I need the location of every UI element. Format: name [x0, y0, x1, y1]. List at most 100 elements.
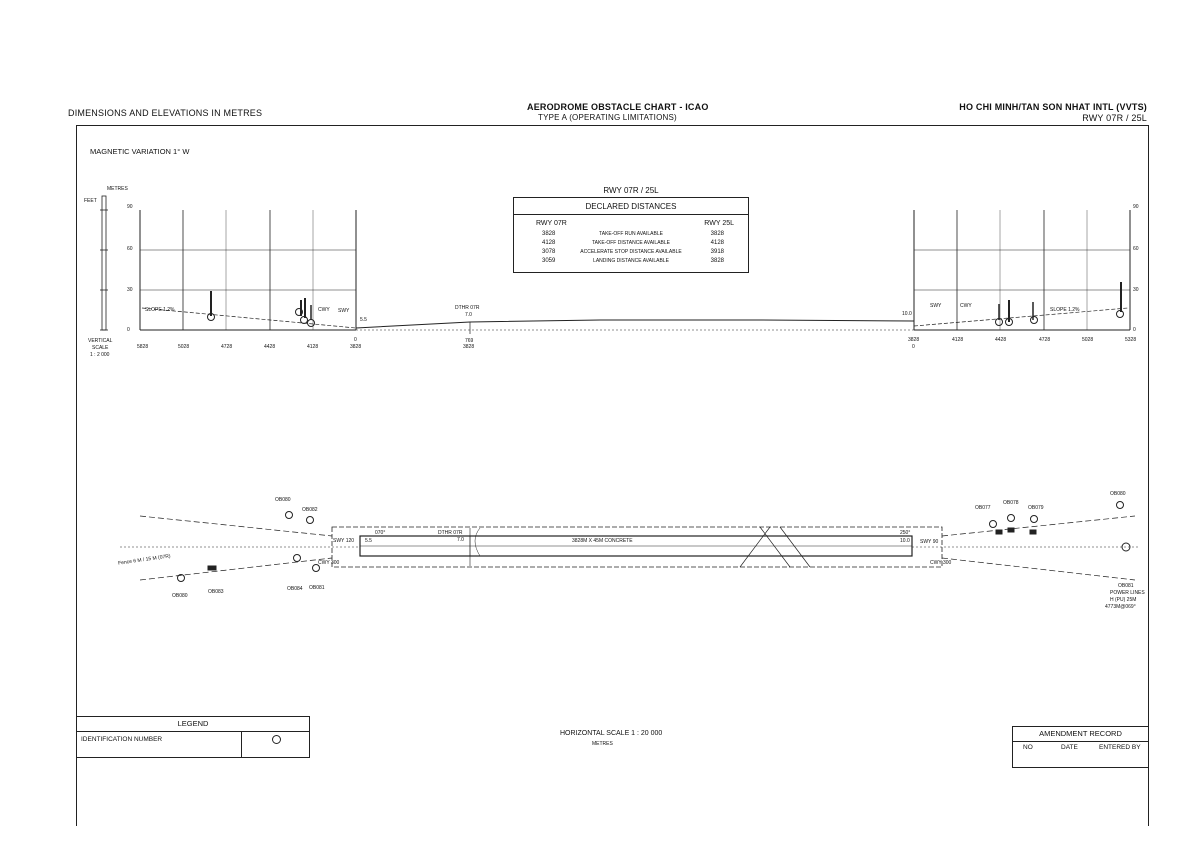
dd-row-left: 4128 — [542, 240, 556, 246]
obstacle-label: OB077 — [975, 505, 991, 511]
mid-tick: 769 — [465, 338, 474, 344]
cwy-right: CWY 300 — [930, 560, 952, 566]
dd-row-left: 3078 — [542, 249, 556, 255]
right-axis-tick: 0 — [1133, 327, 1136, 333]
dd-row-label: ACCELERATE STOP DISTANCE AVAILABLE — [580, 249, 682, 255]
dd-row-right: 4128 — [710, 240, 724, 246]
legend-box: LEGEND IDENTIFICATION NUMBER — [76, 716, 310, 758]
dd-row-label: TAKE-OFF RUN AVAILABLE — [599, 231, 663, 237]
magnetic-variation: MAGNETIC VARIATION 1° W — [90, 147, 190, 156]
chart-title: AERODROME OBSTACLE CHART - ICAO — [527, 102, 709, 112]
left-tick: 5828 — [137, 344, 149, 350]
obstacle-label: OB080 — [172, 593, 188, 599]
right-profile-panel — [913, 210, 1131, 331]
elev-left-label: 5.5 — [360, 317, 367, 323]
slope-left-label: SLOPE 1.2% — [145, 307, 175, 313]
dd-row-left: 3059 — [542, 258, 556, 264]
scale-ratio: 1 : 2 000 — [90, 352, 110, 358]
right-tick: 5028 — [1082, 337, 1094, 343]
metres-label: METRES — [107, 186, 128, 192]
obstacle-label: OB080 — [275, 497, 291, 503]
slope-right-label: SLOPE 1.2% — [1050, 307, 1080, 313]
horizontal-scale: HORIZONTAL SCALE 1 : 20 000 — [560, 730, 663, 737]
horizontal-scale-unit: METRES — [592, 741, 613, 747]
dd-row-label: LANDING DISTANCE AVAILABLE — [593, 258, 669, 264]
left-tick: 5028 — [178, 344, 190, 350]
amendment-box: AMENDMENT RECORD NO DATE ENTERED BY — [1012, 726, 1149, 768]
runway-label: 3828M X 45M CONCRETE — [572, 538, 633, 544]
left-axis-tick: 0 — [127, 327, 130, 333]
swy-right-label: SWY — [930, 303, 942, 309]
power-lines-label: H (PU) 25M — [1110, 597, 1137, 603]
dd-divider — [514, 214, 748, 215]
right-tick: 5328 — [1125, 337, 1137, 343]
chart-subtitle: TYPE A (OPERATING LIMITATIONS) — [538, 113, 677, 122]
right-tick: 3828 — [908, 337, 920, 343]
chart-frame — [76, 125, 1149, 826]
dthr-elev: 7.0 — [465, 312, 472, 318]
dd-row-right: 3828 — [710, 231, 724, 237]
scale-label: SCALE — [92, 345, 109, 351]
obstacle-label: OB078 — [1003, 500, 1019, 506]
dd-col-right: RWY 25L — [704, 220, 734, 227]
power-lines-label: OB081 — [1118, 583, 1134, 589]
dd-row-right: 3828 — [710, 258, 724, 264]
left-axis-tick: 90 — [127, 204, 133, 210]
left-axis-tick: 60 — [127, 246, 133, 252]
cwy-left: CWY 300 — [318, 560, 340, 566]
left-tick: 3828 — [350, 344, 362, 350]
right-tick: 4128 — [952, 337, 964, 343]
plan-dthr-elev: 7.0 — [457, 537, 464, 543]
right-tick: 4728 — [1039, 337, 1051, 343]
amendment-col: ENTERED BY — [1099, 744, 1141, 751]
left-tick: 4428 — [264, 344, 276, 350]
dd-col-left: RWY 07R — [536, 220, 567, 227]
swy-left-label: SWY — [338, 308, 350, 314]
cwy-right-label: CWY — [960, 303, 972, 309]
swy-left: SWY 120 — [333, 538, 355, 544]
vertical-scale-bar — [100, 195, 108, 331]
declared-distances-table: DECLARED DISTANCES RWY 07R RWY 25L 3828 … — [513, 197, 749, 273]
runway-profile-line — [355, 319, 915, 334]
obstacle-label: OB084 — [287, 586, 303, 592]
power-lines-label: POWER LINES — [1110, 590, 1145, 596]
plan-elev-right: 10.0 — [900, 538, 910, 544]
right-axis-tick: 30 — [1133, 287, 1139, 293]
dthr-label: DTHR 07R — [455, 305, 480, 311]
legend-row: IDENTIFICATION NUMBER — [81, 736, 163, 743]
left-profile-panel — [139, 210, 357, 331]
dd-row-right: 3918 — [710, 249, 724, 255]
dd-row-label: TAKE-OFF DISTANCE AVAILABLE — [592, 240, 670, 246]
dd-row-left: 3828 — [542, 231, 556, 237]
obstacle-label: OB079 — [1028, 505, 1044, 511]
dd-title: DECLARED DISTANCES — [585, 202, 677, 211]
left-tick: 4728 — [221, 344, 233, 350]
obstacle-label: OB081 — [309, 585, 325, 591]
mid-tick: 0 — [354, 337, 357, 343]
amendment-title: AMENDMENT RECORD — [1039, 729, 1122, 738]
mid-tick: 3828 — [463, 344, 475, 350]
right-tick: 4428 — [995, 337, 1007, 343]
obstacle-label: OB080 — [1110, 491, 1126, 497]
amendment-col: DATE — [1061, 744, 1078, 751]
feet-label: FEET — [84, 198, 97, 204]
bearing-left: 070° — [375, 530, 386, 536]
left-tick: 4128 — [307, 344, 319, 350]
id-circle-icon — [272, 735, 281, 744]
mid-tick: 0 — [912, 344, 915, 350]
obstacle-label: OB083 — [208, 589, 224, 595]
bearing-right: 250° — [900, 530, 911, 536]
runway-plan — [120, 501, 1140, 582]
legend-title: LEGEND — [177, 719, 209, 728]
power-lines-label: 4773M@069° — [1105, 604, 1136, 610]
runway-designator: RWY 07R / 25L — [1082, 113, 1147, 123]
amendment-col: NO — [1023, 744, 1033, 751]
right-axis-tick: 90 — [1133, 204, 1139, 210]
plan-dthr-label: DTHR 07R — [438, 530, 463, 536]
swy-right: SWY 90 — [920, 539, 939, 545]
vertical-label: VERTICAL — [88, 338, 113, 344]
plan-elev-left: 5.5 — [365, 538, 372, 544]
units-note: DIMENSIONS AND ELEVATIONS IN METRES — [68, 108, 263, 118]
elev-right-label: 10.0 — [902, 311, 912, 317]
